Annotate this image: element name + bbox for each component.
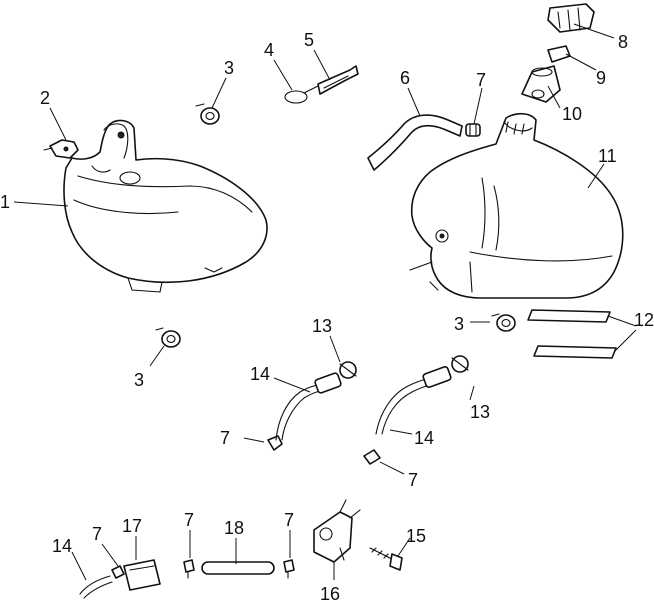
- callout-14-middle: 14: [250, 364, 270, 384]
- callout-1: 1: [0, 192, 10, 212]
- callout-9: 9: [596, 68, 606, 88]
- vent-hose: [367, 114, 463, 171]
- clamp-bottom-mid2: [283, 559, 295, 579]
- fuel-cap: [547, 3, 595, 33]
- left-fuel-tank: [63, 119, 268, 293]
- callout-13-right: 13: [470, 402, 490, 422]
- callout-14-right: 14: [414, 428, 434, 448]
- bolt: [369, 547, 403, 571]
- callout-8: 8: [618, 32, 628, 52]
- leader-lines: [13, 23, 637, 581]
- fuel-line-right: [375, 355, 469, 435]
- callout-7-middle-left: 7: [220, 428, 230, 448]
- callout-10: 10: [562, 104, 582, 124]
- callout-14-bottom: 14: [52, 536, 72, 556]
- callout-3-top: 3: [224, 58, 234, 78]
- fuel-line-filter: [79, 559, 161, 599]
- callout-7-bottom-mid1: 7: [184, 510, 194, 530]
- clamp-top: [465, 123, 481, 137]
- clamp-bottom-mid1: [183, 559, 195, 579]
- callout-7-bottom-mid2: 7: [284, 510, 294, 530]
- fuel-line-left: [275, 361, 357, 441]
- tank-cap-clip: [43, 139, 79, 159]
- callout-3-middle: 3: [134, 370, 144, 390]
- callout-7-middle-right: 7: [408, 470, 418, 490]
- short-hose: [201, 561, 275, 575]
- callout-15: 15: [406, 526, 426, 546]
- right-fuel-tank: [409, 112, 624, 299]
- grommet-screw-middle: [155, 327, 181, 348]
- fuel-valve: [313, 499, 361, 563]
- callout-11: 11: [598, 146, 617, 166]
- clamp-mid-right: [363, 449, 381, 465]
- callout-labels: 1 2 3 4 5 6 7 8 9 10 11 3 12 13 3 14 13 …: [0, 30, 654, 603]
- callout-13-left: 13: [312, 316, 332, 336]
- clamp-bottom-left: [111, 565, 125, 579]
- bracket: [317, 65, 359, 95]
- clamp-mid-left: [267, 435, 283, 451]
- grommet-screw-right: [491, 313, 516, 332]
- callout-12: 12: [634, 310, 654, 330]
- callout-7-top: 7: [476, 70, 486, 90]
- callout-2: 2: [40, 88, 50, 108]
- callout-4: 4: [264, 40, 274, 60]
- callout-3-right: 3: [454, 314, 464, 334]
- callout-16: 16: [320, 584, 340, 603]
- callout-5: 5: [304, 30, 314, 50]
- callout-7-bottom-left: 7: [92, 524, 102, 544]
- callout-17: 17: [122, 516, 142, 536]
- callout-18: 18: [224, 518, 244, 538]
- decal-strips: [527, 309, 617, 359]
- grommet-screw-upper: [195, 103, 220, 125]
- callout-6: 6: [400, 68, 410, 88]
